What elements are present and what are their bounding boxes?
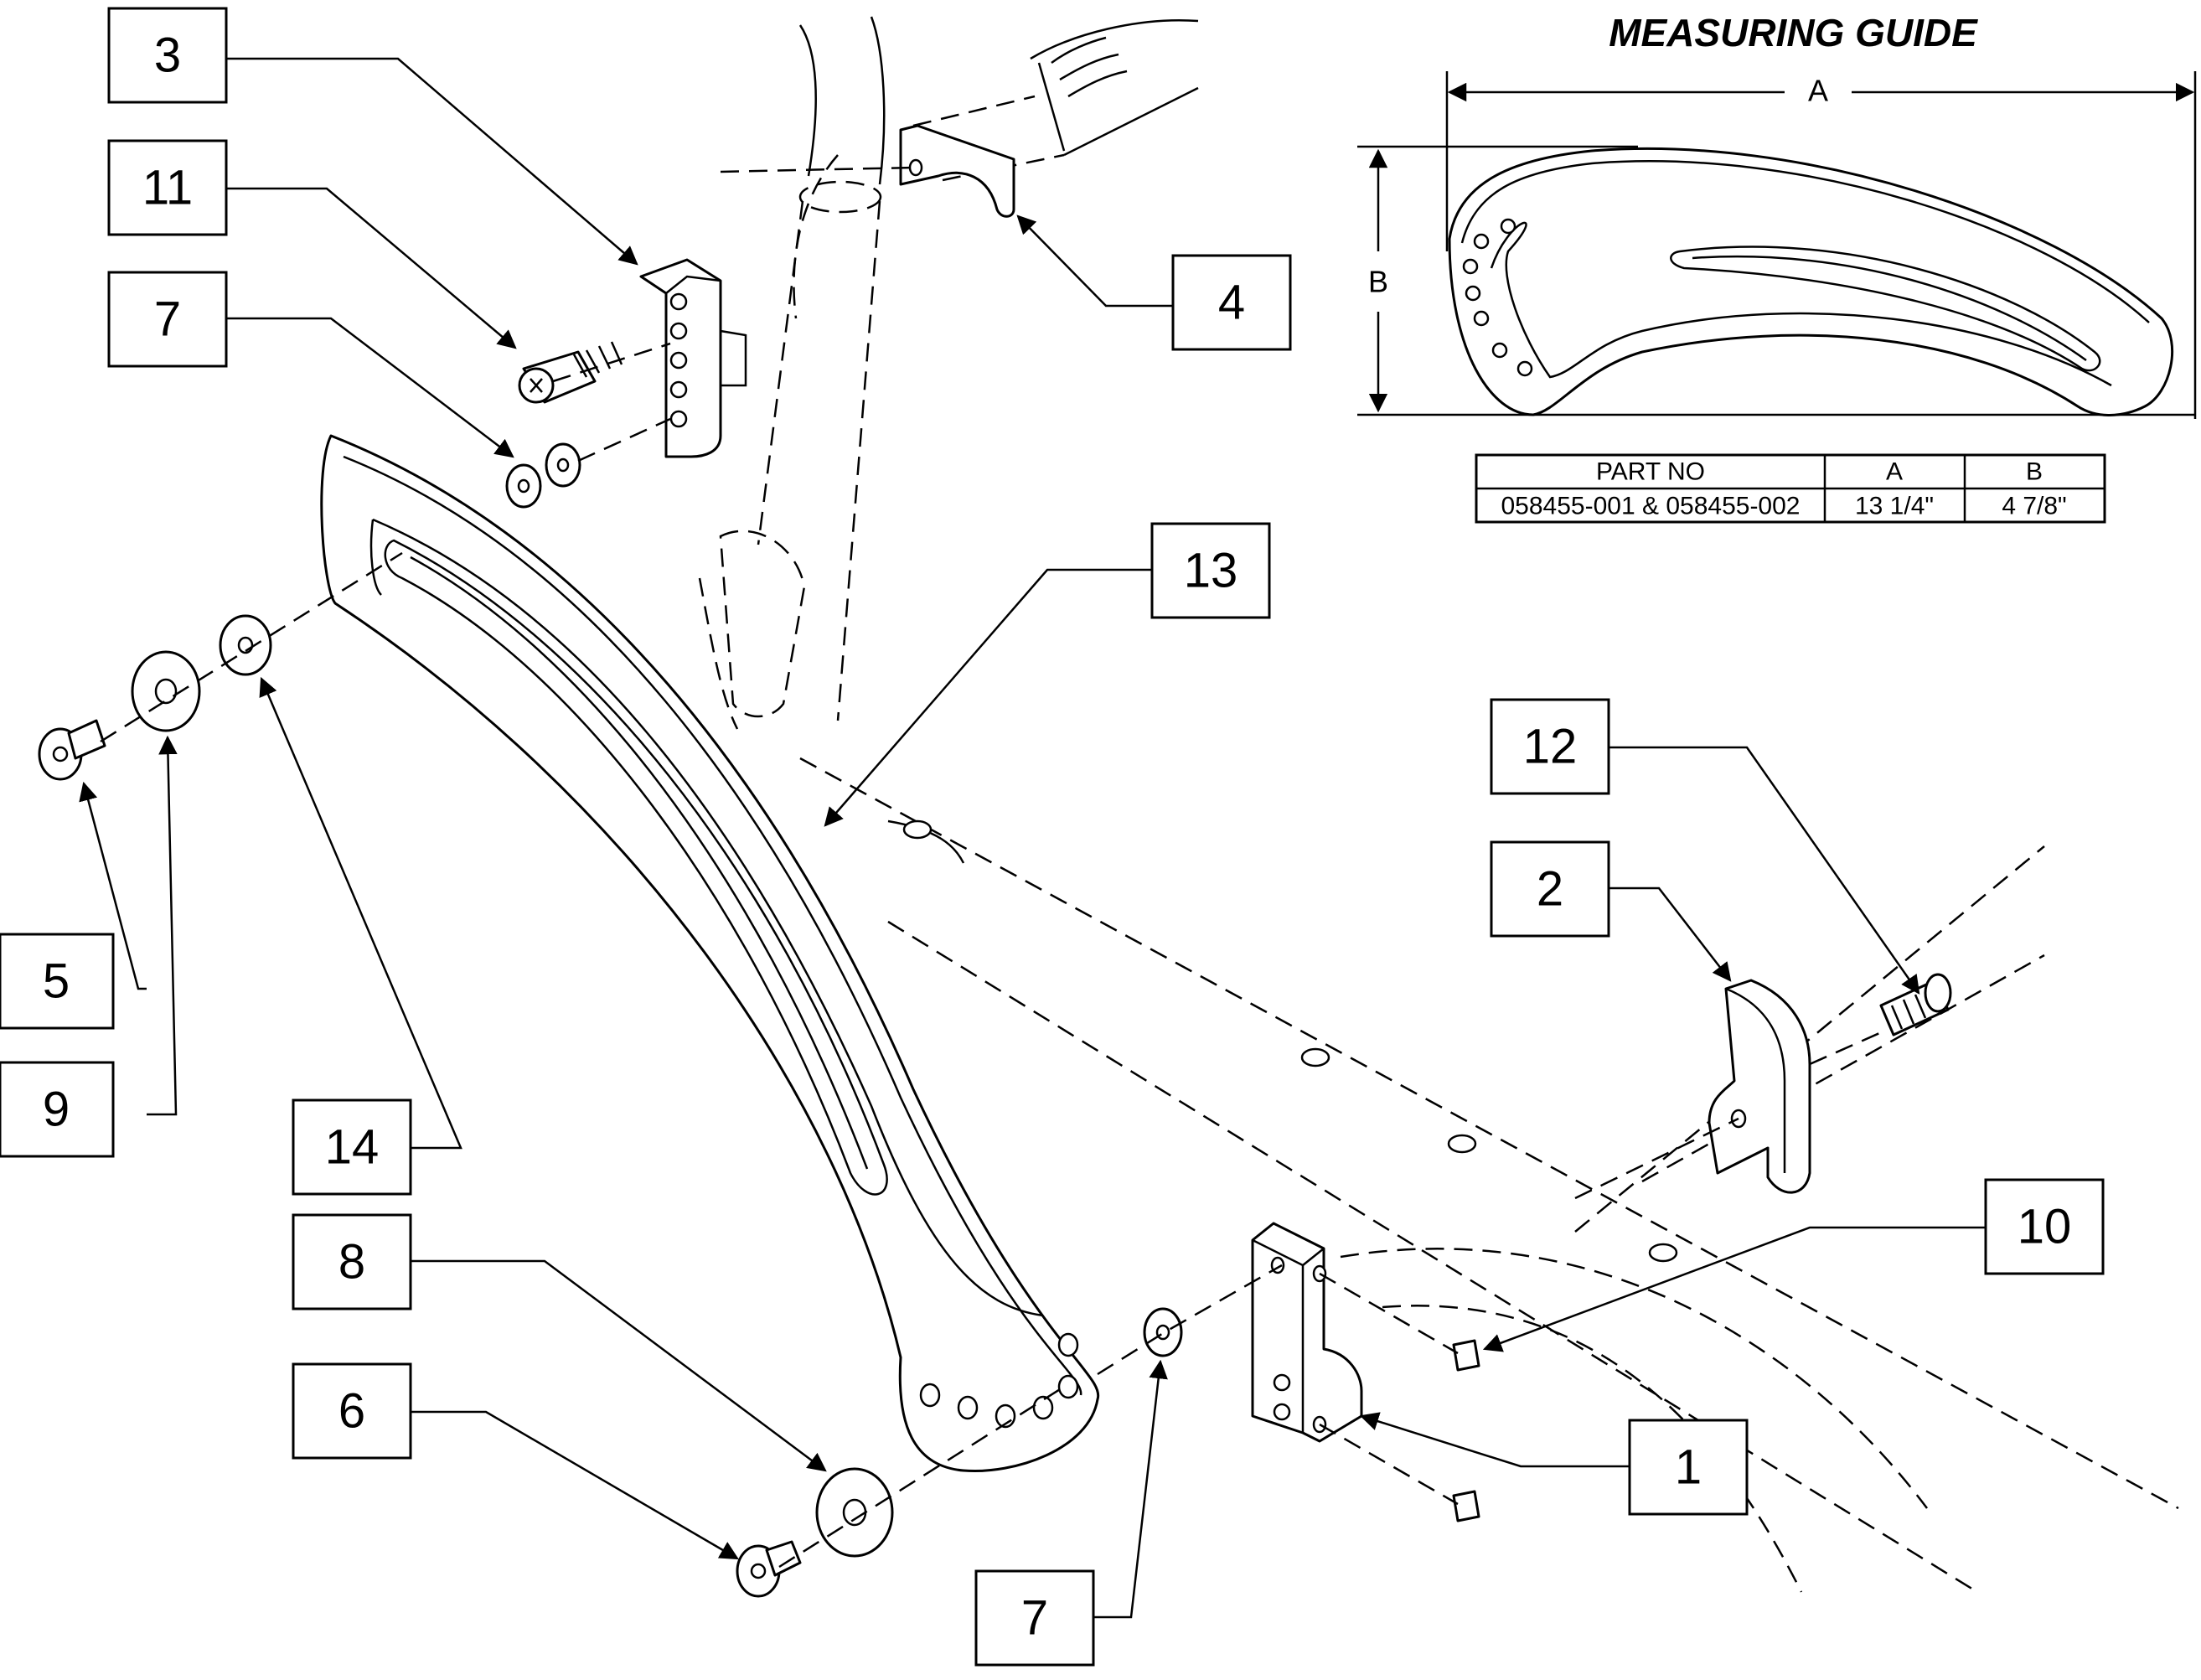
callout-2: 2	[1490, 840, 1610, 938]
measuring-guide: MEASURING GUIDE A B	[1357, 11, 2197, 524]
svg-text:14: 14	[325, 1120, 380, 1175]
callout-6: 6	[292, 1362, 412, 1460]
callout-12: 12	[1490, 698, 1610, 795]
svg-text:10: 10	[2018, 1200, 2072, 1254]
callout-4: 4	[1171, 254, 1292, 351]
svg-text:7: 7	[154, 292, 181, 347]
callout-1: 1	[1628, 1419, 1749, 1516]
svg-text:1: 1	[1675, 1440, 1702, 1495]
washer-lower	[1143, 1307, 1183, 1357]
svg-text:5: 5	[43, 954, 70, 1009]
washer-9	[131, 650, 201, 732]
callout-8: 8	[292, 1213, 412, 1310]
washer-pair-upper	[505, 442, 581, 509]
measuring-guide-title: MEASURING GUIDE	[1609, 11, 1978, 54]
part-dimensions-table: PART NO A B 058455-001 & 058455-002 13 1…	[1475, 453, 2106, 524]
table-header-a: A	[1886, 458, 1903, 486]
svg-text:12: 12	[1523, 720, 1578, 774]
svg-text:9: 9	[43, 1083, 70, 1137]
dimension-b-label: B	[1368, 265, 1388, 299]
callout-14: 14	[292, 1098, 412, 1196]
callout-5: 5	[0, 933, 115, 1030]
table-header-b: B	[2026, 458, 2043, 486]
set-screw-10	[1452, 1339, 1480, 1522]
svg-text:3: 3	[154, 28, 181, 83]
svg-text:4: 4	[1218, 276, 1245, 330]
callout-leaders	[79, 57, 1986, 1619]
callout-3: 3	[107, 7, 228, 104]
table-cell-part-no: 058455-001 & 058455-002	[1501, 493, 1801, 520]
washer-8	[815, 1467, 894, 1558]
wheelchair-frame-outline	[698, 16, 2179, 1594]
table-header-part-no: PART NO	[1596, 458, 1705, 486]
dimension-a-label: A	[1808, 74, 1828, 108]
tube-clamp-lower	[1708, 979, 1811, 1194]
callout-9: 9	[0, 1061, 115, 1158]
svg-text:7: 7	[1021, 1591, 1048, 1646]
clamp-block-upper	[639, 258, 747, 458]
tube-clamp-upper	[899, 124, 1015, 218]
socket-head-screw-12	[1879, 973, 1952, 1036]
svg-text:8: 8	[338, 1235, 365, 1290]
callout-7-lower: 7	[974, 1569, 1095, 1667]
table-cell-b: 4 7/8"	[2002, 493, 2066, 520]
svg-text:13: 13	[1184, 544, 1238, 598]
callout-7-upper: 7	[107, 271, 228, 368]
callout-11: 11	[107, 139, 228, 236]
svg-text:2: 2	[1537, 862, 1563, 917]
flat-head-screw-5	[38, 719, 106, 781]
callout-13: 13	[1150, 522, 1271, 619]
washer-14	[219, 614, 272, 676]
callout-10: 10	[1984, 1178, 2105, 1275]
panel-side-view	[1448, 147, 2174, 416]
table-cell-a: 13 1/4"	[1855, 493, 1934, 520]
assembly-axis-lines	[100, 166, 1886, 1569]
flat-head-screw-6	[736, 1540, 802, 1598]
mounting-block-lower	[1251, 1222, 1363, 1443]
svg-text:11: 11	[142, 161, 193, 215]
svg-text:6: 6	[338, 1384, 365, 1439]
socket-head-screw-11	[518, 341, 623, 404]
armrest-side-panel	[320, 434, 1100, 1473]
